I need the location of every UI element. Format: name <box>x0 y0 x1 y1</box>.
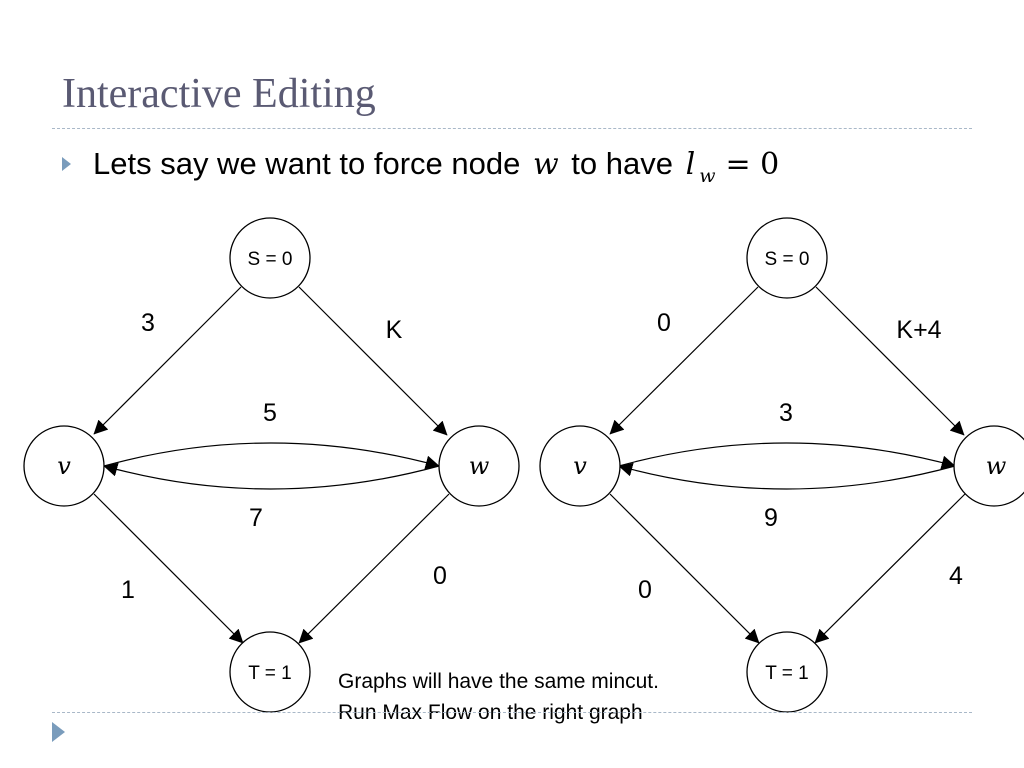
bullet-text: Lets say we want to force node w to have… <box>93 146 780 187</box>
node-w <box>953 425 1024 507</box>
edge-w-t <box>298 493 450 644</box>
bullet-label-sub: w <box>699 165 716 187</box>
weight-w-v: 9 <box>764 504 778 532</box>
node-s <box>746 217 828 299</box>
weight-w-t: 4 <box>949 562 963 590</box>
caption-line-1: Graphs will have the same mincut. <box>338 670 659 693</box>
edge-w-t <box>814 493 966 644</box>
edge-v-t <box>93 493 244 644</box>
bullet-prefix: Lets say we want to force node <box>93 146 521 181</box>
node-s-label: S = 0 <box>248 249 293 270</box>
slide-title: Interactive Editing <box>62 71 376 117</box>
edge-v-w <box>618 442 956 470</box>
weight-w-t: 0 <box>433 562 447 590</box>
node-v-label: v <box>57 452 71 480</box>
weight-s-v: 0 <box>657 309 671 337</box>
bullet-point: Lets say we want to force node w to have… <box>62 146 780 187</box>
node-v <box>23 425 105 507</box>
node-w-label: w <box>469 452 490 480</box>
edge-w-v <box>103 462 440 490</box>
bullet-arrow-icon <box>62 157 71 171</box>
bullet-label-base: l <box>685 147 696 182</box>
bullet-middle: to have <box>571 146 673 181</box>
edge-w-v <box>618 462 956 490</box>
bullet-node-var: w <box>532 147 559 182</box>
weight-v-t: 1 <box>121 576 135 604</box>
title-divider <box>52 128 972 129</box>
slide-nav-arrow-icon <box>52 722 65 742</box>
right-graph: S = 0 v w T = 1 0 K+4 3 9 0 4 <box>539 217 1024 713</box>
footer-divider <box>52 712 972 713</box>
weight-s-w: K <box>386 316 403 344</box>
edge-s-v <box>609 286 759 435</box>
node-t-label: T = 1 <box>765 663 808 684</box>
node-w-label: w <box>986 452 1007 480</box>
weight-v-w: 5 <box>263 399 277 427</box>
caption: Graphs will have the same mincut. Run Ma… <box>338 666 659 728</box>
weight-w-v: 7 <box>249 504 263 532</box>
edge-s-w <box>815 286 965 436</box>
edge-s-v <box>93 286 242 435</box>
weight-v-w: 3 <box>779 399 793 427</box>
bullet-equals: = 0 <box>725 147 780 182</box>
node-s-label: S = 0 <box>765 249 810 270</box>
edge-v-w <box>103 442 440 470</box>
node-s <box>229 217 311 299</box>
weight-s-w: K+4 <box>896 316 941 344</box>
node-v <box>539 425 621 507</box>
left-graph: S = 0 v w T = 1 3 K 5 7 1 0 <box>23 217 520 713</box>
node-v-label: v <box>573 452 587 480</box>
node-t-label: T = 1 <box>248 663 291 684</box>
edge-v-t <box>609 493 760 644</box>
node-w <box>438 425 520 507</box>
edge-s-w <box>298 286 448 436</box>
weight-v-t: 0 <box>638 576 652 604</box>
weight-s-v: 3 <box>141 309 155 337</box>
